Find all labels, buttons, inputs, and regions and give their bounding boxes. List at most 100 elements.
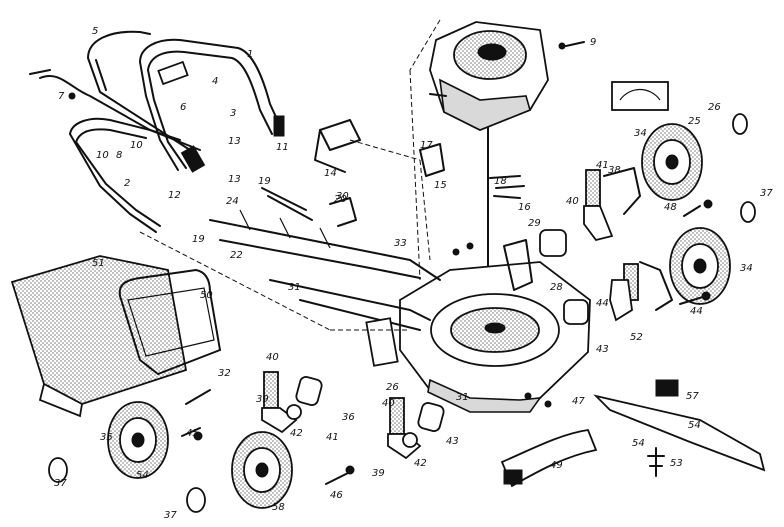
callout: 22 [230,250,243,261]
callout: 42 [290,428,303,439]
callout: 15 [434,180,447,191]
blade-adapter [500,429,598,488]
callout: 16 [518,202,531,213]
cutter-blade [593,394,766,472]
grass-bag [10,255,188,418]
bail-bar [87,30,191,151]
callout: 20 [334,194,347,205]
callout: 45 [186,428,199,439]
callout: 25 [688,116,701,127]
bag-frame [118,269,221,375]
callout: 53 [670,458,683,469]
callout: 58 [272,502,285,513]
adjuster-plate [539,229,567,257]
hub-cap-left-front [48,457,68,483]
callout: 36 [342,412,355,423]
callout: 38 [608,165,621,176]
callout: 4 [212,76,218,87]
callout: 6 [180,102,186,113]
callout: 2 [124,178,130,189]
hub-cap-right-rear [740,201,756,223]
callout: 13 [228,136,241,147]
lower-handle [69,117,181,233]
callout: 48 [664,202,677,213]
hub-cap-left-rear [186,487,206,513]
callout: 34 [634,128,647,139]
handle-knob [180,145,206,173]
callout: 44 [690,306,703,317]
callout: 9 [590,37,596,48]
callout: 1 [247,49,253,60]
callout: 40 [382,398,395,409]
height-adjuster-left [261,371,323,434]
callout-labels: 1 2 3 4 5 6 7 8 9 10 10 11 12 13 13 14 1… [54,26,773,521]
callout: 26 [708,102,721,113]
callout: 43 [596,344,609,355]
callout: 14 [324,168,337,179]
callout: 3 [230,108,236,119]
callout: 37 [164,510,177,521]
callout: 41 [596,160,609,171]
callout: 19 [258,176,271,187]
callout: 17 [420,140,433,151]
callout: 49 [550,460,563,471]
callout: 39 [256,394,269,405]
engine [429,21,549,331]
callout: 7 [58,91,65,102]
callout: 54 [688,420,701,431]
hub-cap-right-front [732,113,748,135]
axle-bolts [181,199,713,485]
callout: 33 [394,238,407,249]
callout: 47 [572,396,585,407]
control-cable [39,75,201,151]
callout: 51 [92,258,105,269]
callout: 54 [136,470,149,481]
callout: 24 [226,196,239,207]
hardware [29,41,585,408]
callout: 28 [550,282,563,293]
callout: 26 [386,382,399,393]
callout: 37 [54,478,67,489]
callout: 8 [116,150,122,161]
callout: 10 [96,150,109,161]
callout: 19 [192,234,205,245]
wheel-right-front [641,123,703,201]
callout: 54 [632,438,645,449]
callout: 44 [596,298,609,309]
callout: 40 [266,352,279,363]
callout: 32 [218,368,231,379]
callout: 50 [200,290,213,301]
callout: 31 [288,282,301,293]
mower-deck [399,261,591,413]
callout: 18 [494,176,507,187]
wheel-left-rear [231,431,293,509]
callout: 52 [630,332,643,343]
wheel-left-front [107,401,169,479]
callout: 46 [330,490,343,501]
wheel-right-rear [669,227,731,305]
height-adjuster-right-rear [609,261,673,322]
callout: 31 [456,392,469,403]
decal [611,81,669,111]
callout: 37 [760,188,773,199]
callout: 13 [228,174,241,185]
callout: 43 [446,436,459,447]
callout: 5 [92,26,98,37]
adjuster-plate-2 [563,299,589,325]
callout: 34 [740,263,753,274]
upper-handle [139,38,283,171]
height-adjuster-right-front [583,167,641,242]
callout: 41 [326,432,339,443]
callout: 40 [566,196,579,207]
callout: 29 [528,218,541,229]
callout: 35 [100,432,113,443]
callout: 57 [686,391,699,402]
callout: 11 [276,142,289,153]
callout: 10 [130,140,143,151]
callout: 39 [372,468,385,479]
callout: 42 [414,458,427,469]
blade-bolt-plate [655,379,679,397]
callout: 12 [168,190,181,201]
